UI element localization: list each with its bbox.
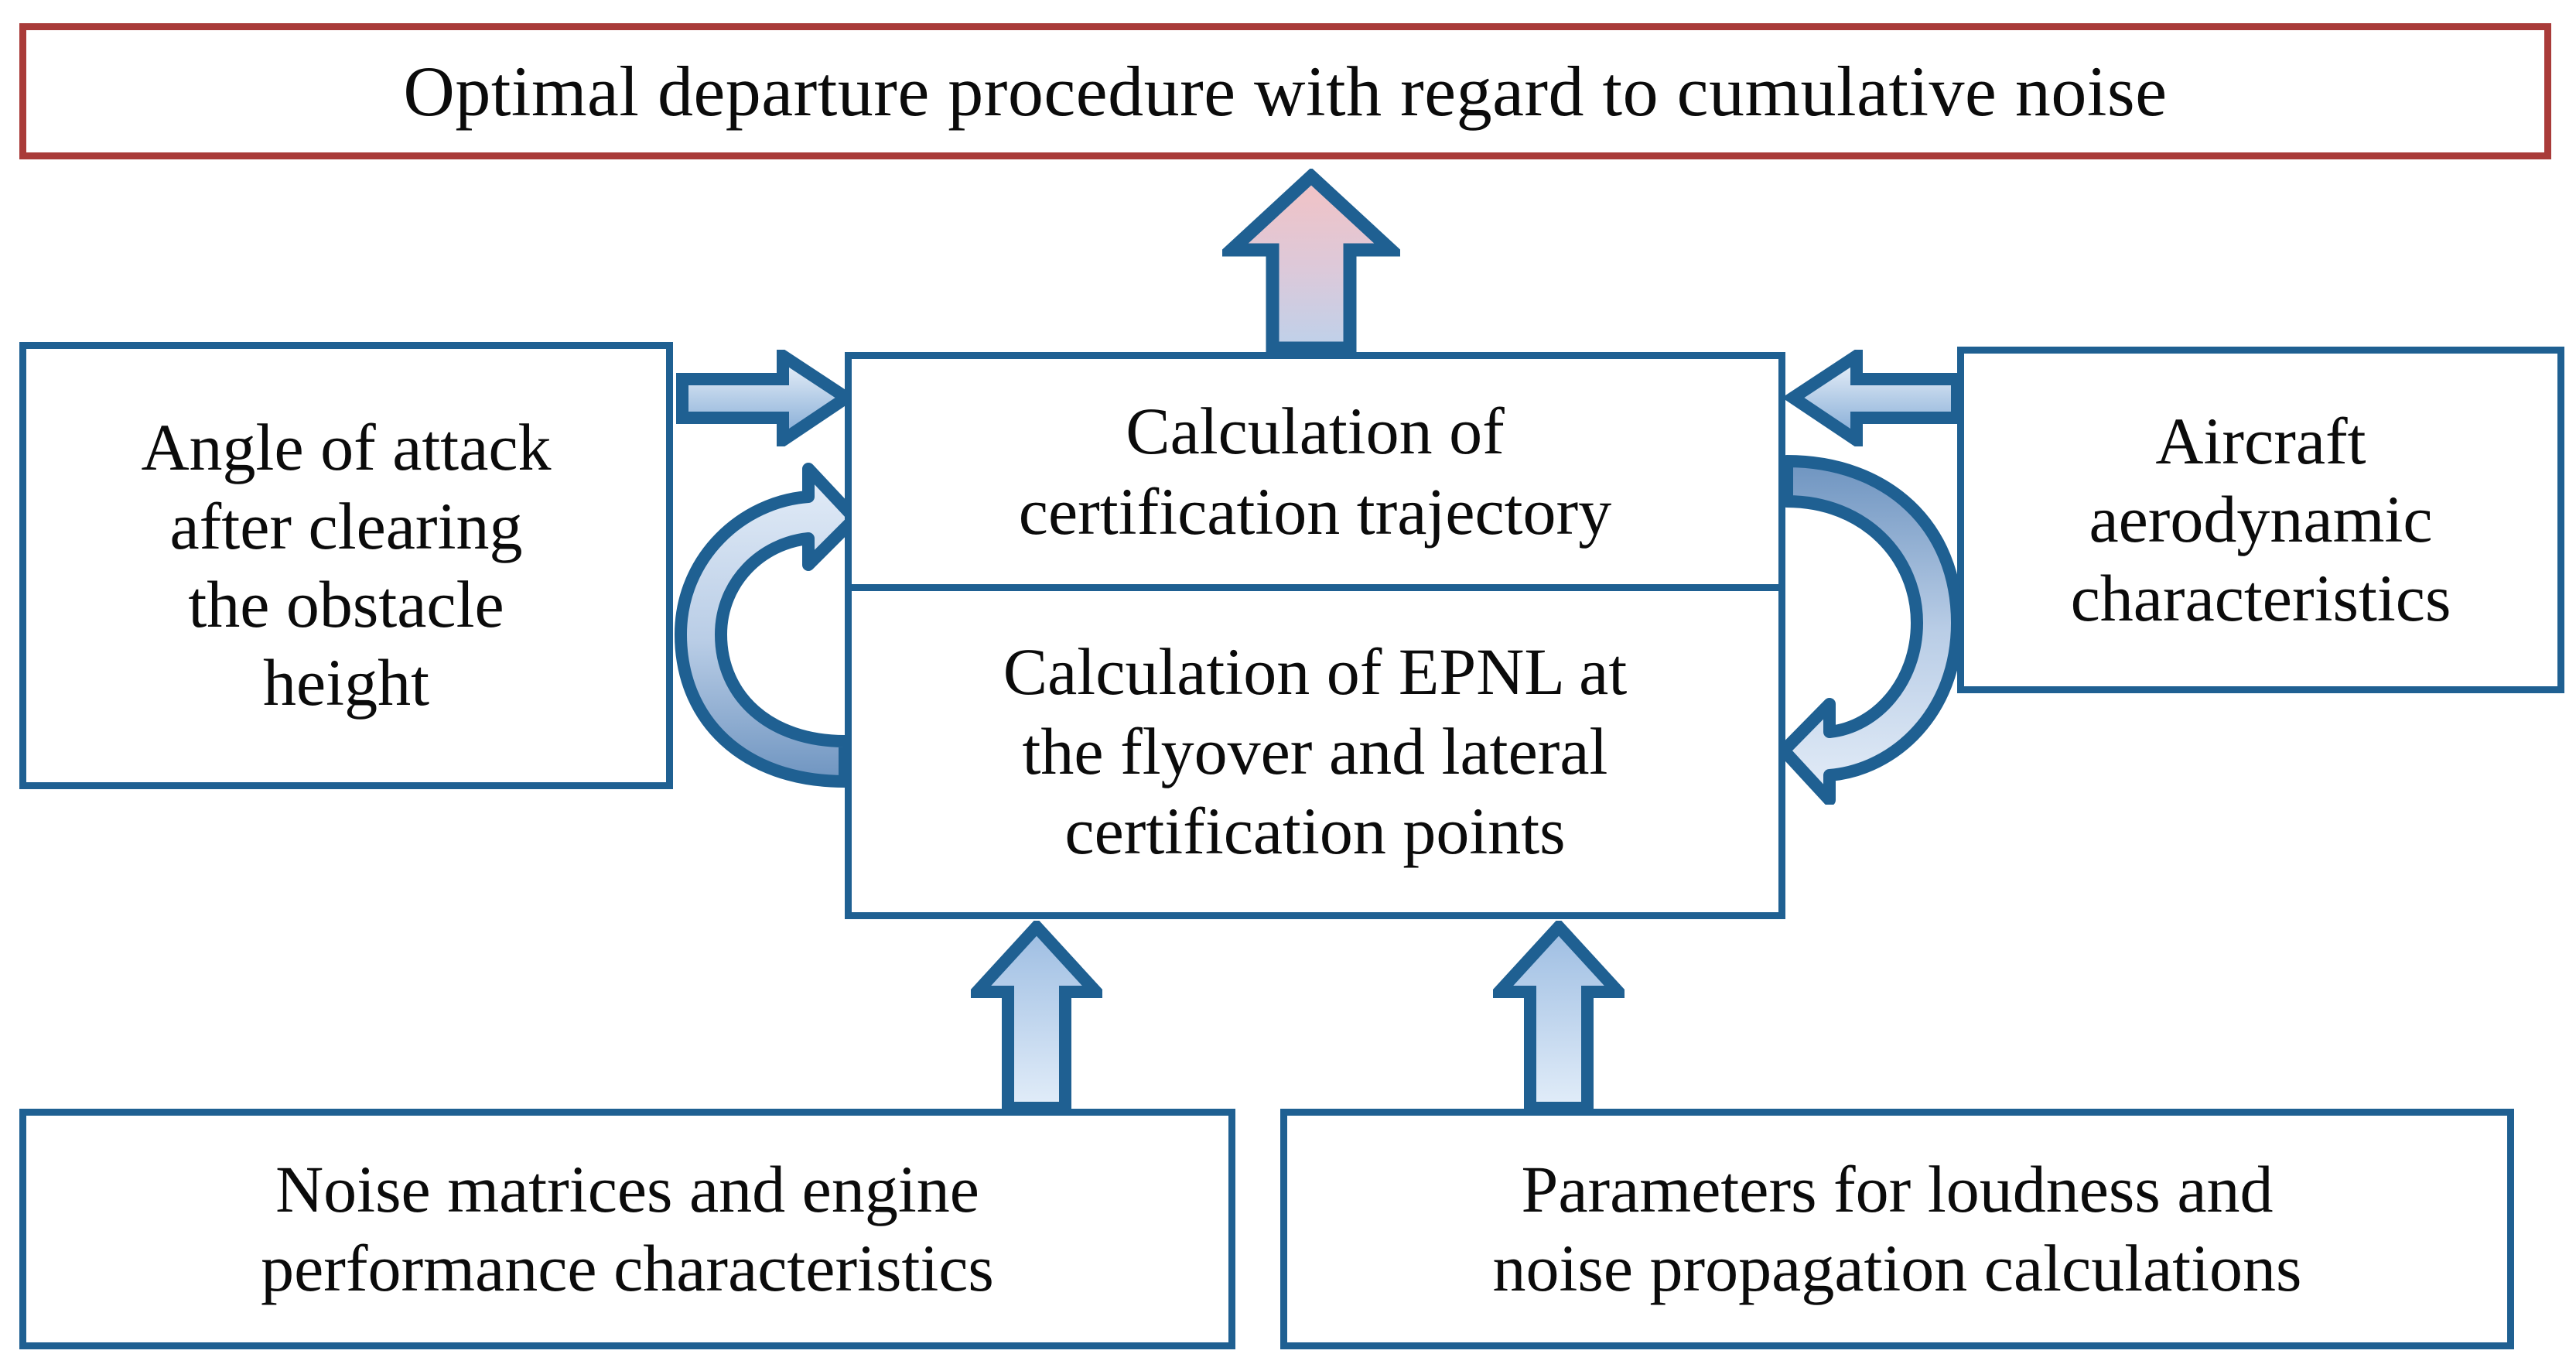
result-box-optimal-departure: Optimal departure procedure with regard …	[19, 23, 2551, 159]
input-box-aircraft-aerodynamics: Aircraft aerodynamic characteristics	[1957, 347, 2564, 693]
arrow-up-from-loudness-params	[1484, 918, 1633, 1114]
input-box-noise-matrices: Noise matrices and engine performance ch…	[19, 1109, 1235, 1349]
input-box-aircraft-aerodynamics-label: Aircraft aerodynamic characteristics	[2070, 403, 2451, 635]
arrow-up-from-noise-matrices	[962, 918, 1111, 1114]
input-box-loudness-parameters-label: Parameters for loudness and noise propag…	[1492, 1152, 2302, 1305]
input-box-noise-matrices-label: Noise matrices and engine performance ch…	[261, 1152, 994, 1305]
arrow-left-input-to-center	[675, 344, 858, 452]
process-cell-epnl-calculation-label: Calculation of EPNL at the flyover and l…	[1003, 634, 1628, 869]
process-cell-certification-trajectory-label: Calculation of certification trajectory	[1018, 394, 1612, 549]
process-cell-epnl-calculation: Calculation of EPNL at the flyover and l…	[852, 591, 1778, 912]
process-box-divider	[852, 584, 1778, 591]
process-box-calculation: Calculation of certification trajectory …	[845, 352, 1785, 919]
input-box-loudness-parameters: Parameters for loudness and noise propag…	[1280, 1109, 2514, 1349]
input-box-angle-of-attack: Angle of attack after clearing the obsta…	[19, 342, 673, 789]
arrow-right-input-to-center	[1779, 344, 1965, 452]
arrow-loop-right	[1771, 441, 1988, 806]
arrow-loop-left	[650, 441, 861, 797]
result-box-label: Optimal departure procedure with regard …	[403, 51, 2168, 131]
process-cell-certification-trajectory: Calculation of certification trajectory	[852, 359, 1778, 584]
arrow-up-to-result	[1215, 167, 1408, 355]
input-box-angle-of-attack-label: Angle of attack after clearing the obsta…	[141, 410, 552, 720]
